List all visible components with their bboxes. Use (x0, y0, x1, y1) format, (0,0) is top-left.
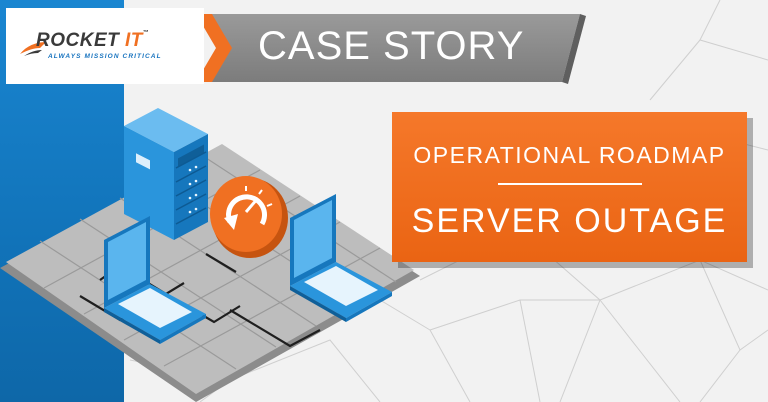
rocket-swoosh-icon (20, 42, 46, 56)
logo-box (6, 8, 204, 84)
server-rack-icon (124, 108, 208, 240)
network-illustration (0, 108, 420, 402)
title-panel: OPERATIONAL ROADMAP SERVER OUTAGE (392, 112, 747, 262)
panel-divider (498, 183, 642, 185)
laptop-icon (104, 216, 206, 344)
speedometer-refresh-icon (210, 176, 288, 258)
logo-tagline: ALWAYS MISSION CRITICAL (48, 53, 162, 60)
panel-subtitle: SERVER OUTAGE (411, 202, 728, 240)
header-banner-shape (196, 14, 586, 84)
laptop-icon (290, 194, 392, 322)
platform (0, 144, 420, 402)
logo-wordmark: ROCKET IT™ (36, 30, 150, 51)
panel-title: OPERATIONAL ROADMAP (413, 142, 726, 168)
banner-title: CASE STORY (258, 24, 525, 68)
